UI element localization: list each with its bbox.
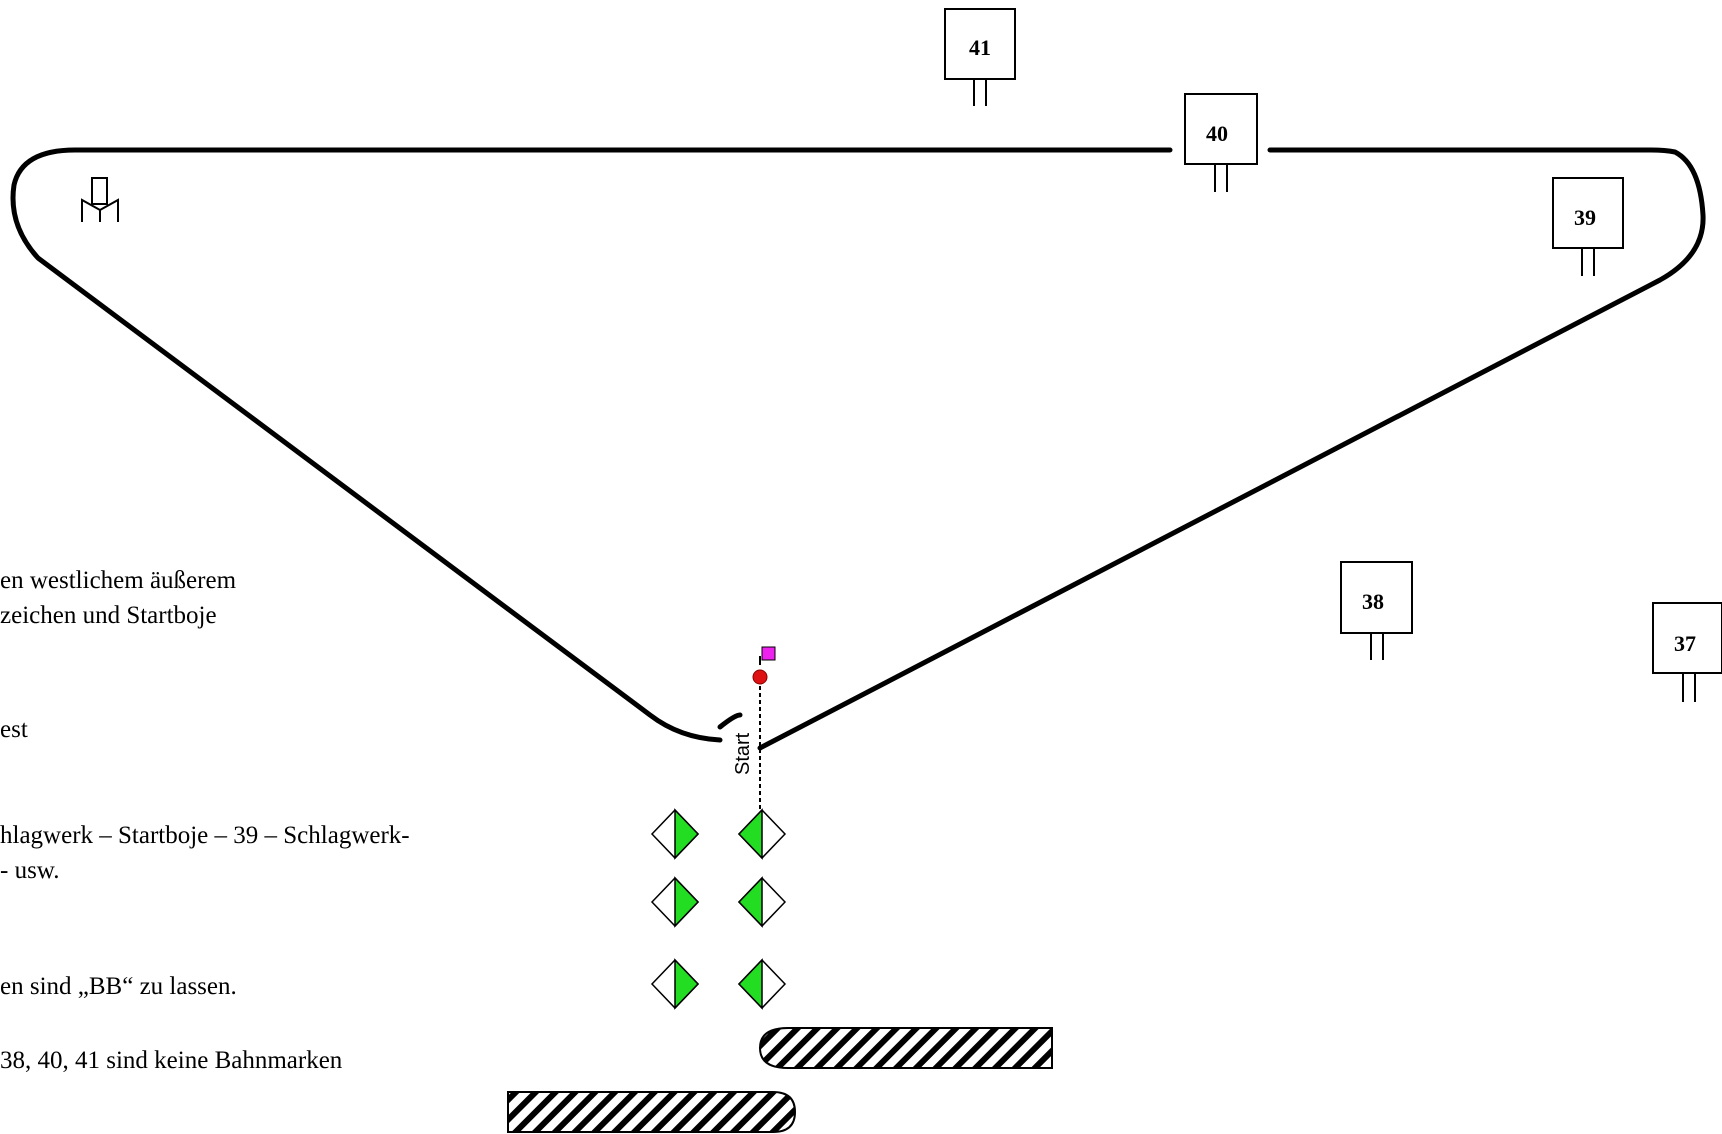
buoy-port-1 [650,808,700,860]
start-label: Start [732,732,754,775]
mark-39-label: 39 [1574,205,1596,230]
buoy-starboard-1 [737,808,787,860]
buoy-starboard-3 [737,958,787,1010]
course-line [717,712,743,730]
mark-38: 38 [1340,561,1413,660]
mark-41-label: 41 [969,35,991,60]
bell-buoy-icon [81,177,119,222]
note-line: 38, 40, 41 sind keine Bahnmarken [0,1047,343,1074]
note-line: zeichen und Startboje [0,602,217,629]
note-line: en sind „BB“ zu lassen. [0,973,237,1000]
mark-40-label: 40 [1206,121,1228,146]
start-buoy [752,669,768,685]
jetty-upper [758,1027,1053,1069]
note-line: hlagwerk – Startboje – 39 – Schlagwerk- [0,822,410,849]
mark-37-label: 37 [1674,631,1696,656]
buoy-starboard-2 [737,876,787,928]
note-line: est [0,716,28,743]
mark-38-label: 38 [1362,589,1384,614]
mark-40: 40 [1184,93,1258,192]
mark-41: 41 [944,8,1016,106]
jetty-lower [507,1091,797,1133]
mark-39: 39 [1552,177,1624,276]
buoy-port-3 [650,958,700,1010]
note-line: - usw. [0,857,60,884]
course-line-left [10,147,1173,743]
buoy-port-2 [650,876,700,928]
mark-37: 37 [1652,602,1722,702]
course-line-right [757,147,1706,751]
start-flag [761,646,776,661]
note-line: en westlichem äußerem [0,567,237,594]
channel-buoys [650,808,787,1010]
